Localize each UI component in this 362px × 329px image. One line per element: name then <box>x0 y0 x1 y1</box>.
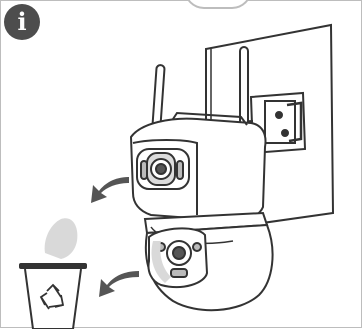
curved-arrow-upper <box>91 177 129 203</box>
lower-ptz-dome <box>143 211 274 312</box>
arrow-icons <box>91 177 139 297</box>
info-glyph: i <box>17 7 27 36</box>
upper-camera-housing <box>129 111 267 223</box>
recycle-bin-icon <box>19 218 87 329</box>
curved-arrow-lower <box>99 271 139 297</box>
info-icon: i <box>4 4 40 40</box>
recycle-symbol <box>39 283 65 310</box>
